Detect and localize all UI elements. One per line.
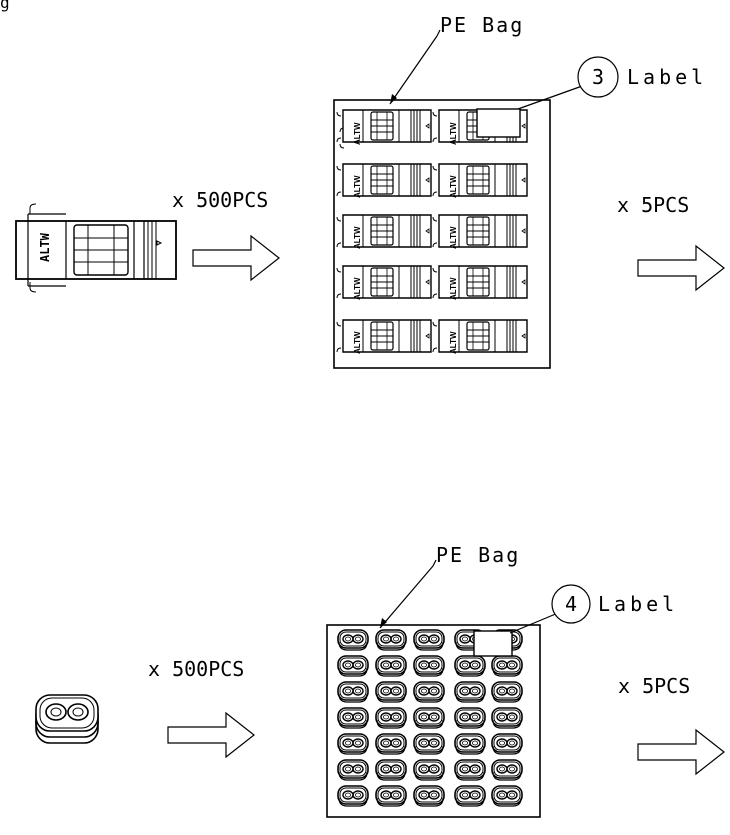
brand-text-small: ALTW [449, 331, 458, 354]
bag-leader-line-row1 [389, 35, 438, 105]
pe-bag-row2 [326, 624, 541, 818]
balloon-3 [577, 56, 619, 98]
quantity-in-label-row1: x 500PCS [172, 188, 268, 212]
arrow-in-row2 [167, 712, 255, 758]
brand-text-small: ALTW [449, 226, 458, 249]
bag-leader-line-row2 [379, 565, 434, 629]
brand-text: ALTW [38, 232, 52, 262]
label-callout-row1: Label [627, 65, 707, 89]
label-sticker-row1 [476, 108, 521, 138]
balloon-leader-row1 [517, 84, 586, 110]
brand-text-small: ALTW [353, 277, 362, 300]
balloon-number-3: 3 [592, 65, 604, 89]
brand-text-small: ALTW [353, 226, 362, 249]
label-callout-row2: Label [598, 592, 678, 616]
balloon-leader-row2 [509, 612, 559, 634]
quantity-out-label-row2: x 5PCS [618, 674, 690, 698]
quantity-in-label-row2: x 500PCS [148, 657, 244, 681]
arrow-out-row1 [637, 245, 725, 291]
arrow-in-row1 [192, 235, 280, 281]
quantity-out-label-row1: x 5PCS [617, 193, 689, 217]
brand-text-small: ALTW [353, 175, 362, 198]
brand-text-small: ALTW [449, 122, 458, 145]
balloon-4 [551, 584, 591, 624]
arrow-out-row2 [637, 729, 725, 775]
brand-text-small: ALTW [353, 331, 362, 354]
label-sticker-row2 [473, 630, 513, 657]
leader-arrowhead [380, 618, 387, 628]
leader-arrowhead [390, 94, 397, 104]
single-grommet [35, 694, 99, 744]
pe-bag-row1: ALTW ALTW ALTW ALTW ALTW ALTW ALTW ALTW … [333, 99, 551, 369]
brand-text-small: ALTW [449, 175, 458, 198]
brand-text-small: ALTW [353, 122, 362, 145]
pe-bag-label-row2: PE Bag [436, 543, 520, 567]
brand-text-small: ALTW [449, 277, 458, 300]
single-connector: ALTW [15, 203, 177, 293]
corner-text: g [0, 0, 10, 12]
pe-bag-label-row1: PE Bag [440, 13, 524, 37]
balloon-number-4: 4 [565, 592, 577, 616]
